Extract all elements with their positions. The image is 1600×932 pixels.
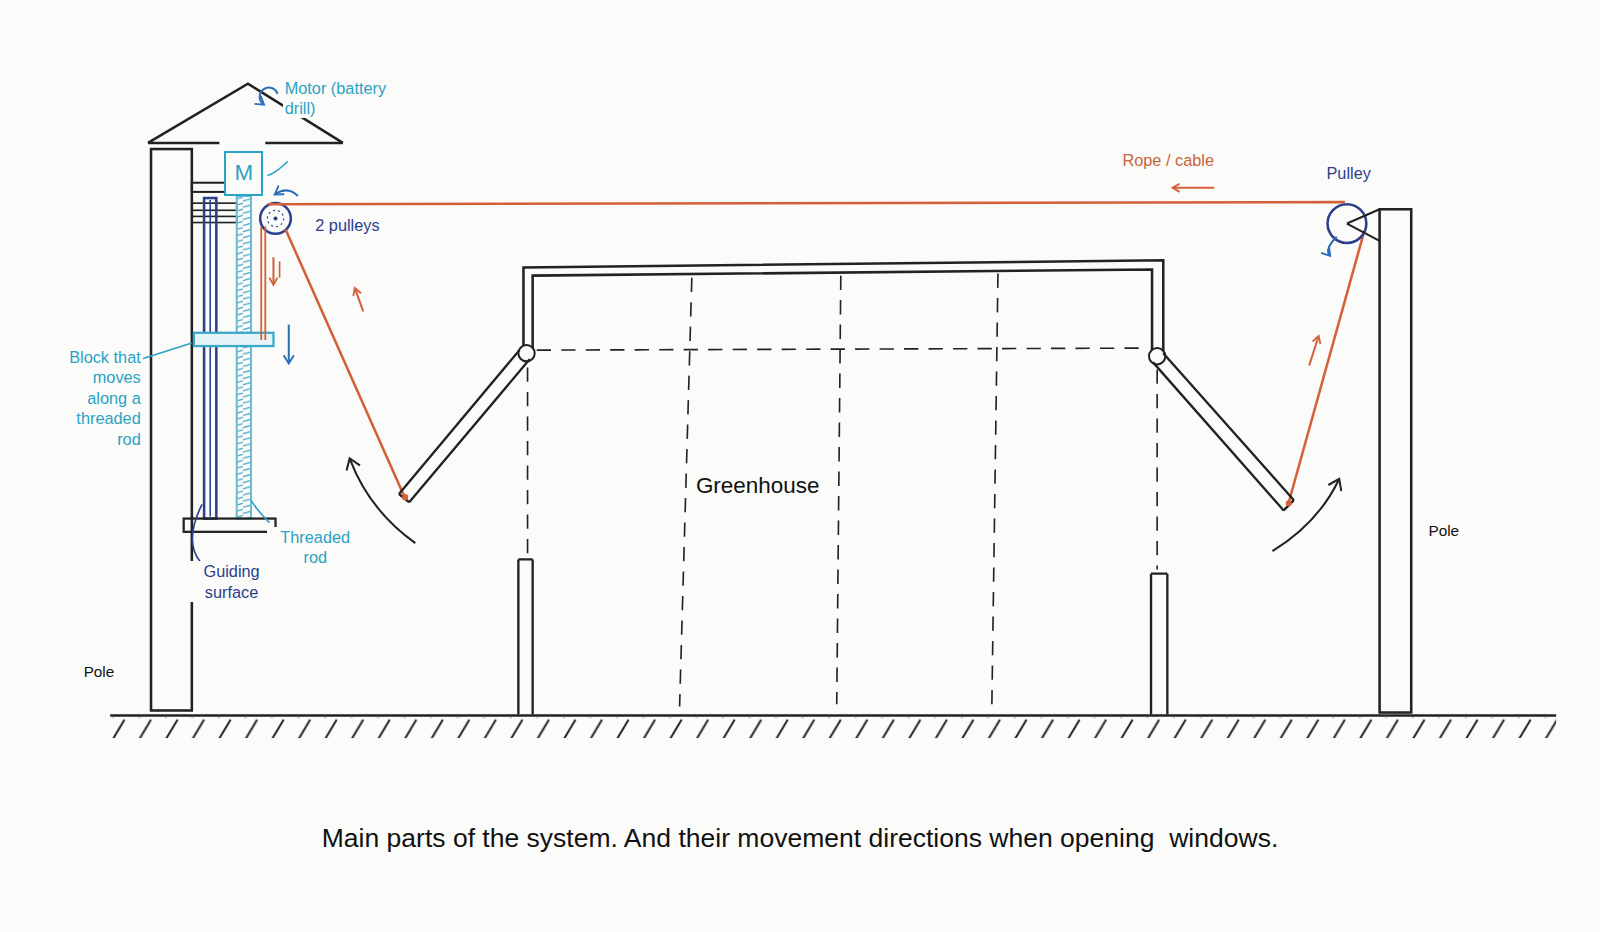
rope: [1289, 235, 1363, 502]
rotation-arrow: [276, 190, 298, 196]
part-label: Rope / cable: [1120, 150, 1216, 170]
ground-line: [110, 714, 1556, 717]
pole-label: Pole: [1427, 521, 1462, 540]
leader-line: [141, 343, 192, 359]
greenhouse-frame: [533, 269, 1152, 352]
guiding-surface: [204, 198, 216, 519]
pulley-axle: [273, 216, 277, 220]
leader-line: [267, 161, 287, 175]
part-label: 2 pulleys: [313, 215, 381, 235]
rod-bracket: [192, 203, 237, 210]
guiding-surface: [209, 200, 211, 516]
pole-roof: [265, 142, 343, 145]
window-motion-arrow: [1272, 480, 1338, 551]
hinge: [1149, 348, 1165, 364]
rope: [286, 230, 405, 498]
rope: [261, 227, 265, 340]
right-window: [1153, 353, 1294, 510]
rope-direction-arrow: [355, 289, 363, 311]
left-window: [399, 350, 530, 502]
left-pole: [151, 149, 192, 710]
pulley: [267, 210, 283, 226]
rope-attachment: [402, 494, 408, 500]
motor-symbol: M: [235, 160, 254, 186]
hinge: [518, 345, 534, 361]
threaded-rod: [237, 196, 251, 519]
part-label: Block that moves along a threaded rod: [47, 347, 143, 449]
rope-direction-arrow: [1309, 337, 1318, 366]
pole-label: Pole: [82, 662, 117, 681]
greenhouse-frame: [523, 260, 1163, 352]
rope-direction-arrow: [272, 257, 274, 284]
part-label: Threaded rod: [267, 527, 363, 568]
rope-attachment: [1286, 500, 1292, 506]
rotation-arrow: [260, 88, 278, 104]
ground-hatching: [112, 718, 1556, 738]
greenhouse-wall: [518, 559, 532, 714]
bottom-plate: [184, 519, 276, 532]
hidden-lines: [528, 274, 1158, 707]
leader-line: [192, 504, 202, 561]
rotation-arrow: [1328, 237, 1337, 255]
greenhouse-wall: [1151, 574, 1167, 715]
caption: Main parts of the system. And their move…: [0, 822, 1600, 855]
motor-box: M: [224, 151, 263, 196]
rope: [267, 202, 1345, 204]
rod-bracket: [192, 216, 237, 222]
block-direction-arrow: [288, 325, 290, 363]
leader-line: [251, 500, 269, 522]
right-pole: [1380, 209, 1412, 712]
rope-direction-arrow: [1173, 187, 1214, 189]
part-label: Guiding surface: [190, 561, 274, 602]
part-label: Motor (battery drill): [283, 78, 411, 119]
part-label: Pulley: [1324, 163, 1372, 183]
pulley-mount: [1347, 209, 1380, 241]
motor-bracket: [192, 183, 227, 192]
rope-direction-arrow: [279, 261, 281, 277]
greenhouse-label: Greenhouse: [694, 472, 822, 500]
